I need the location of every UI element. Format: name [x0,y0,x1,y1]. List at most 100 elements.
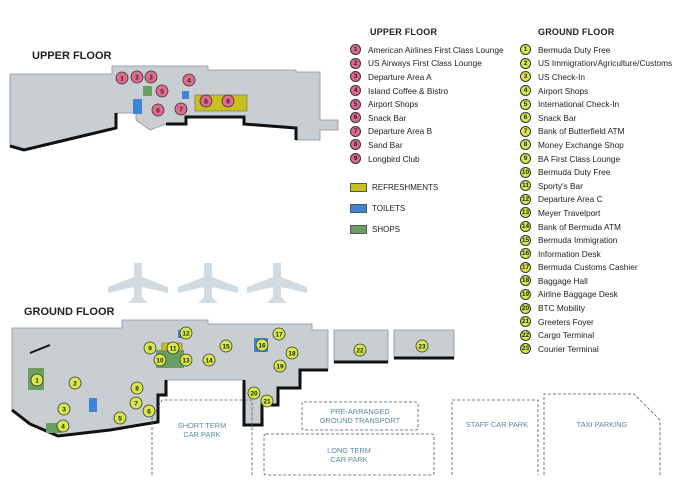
map-marker-circle [155,84,169,98]
map-marker-circle [179,326,193,340]
map-marker-circle [56,419,70,433]
map-marker-number: 21 [263,398,271,405]
number-badge: 16 [520,248,531,260]
map-marker-circle [174,102,188,116]
map-marker-circle [30,373,44,387]
map-marker-circle [273,359,287,373]
map-marker: 21 [260,394,274,408]
short-term-label-line1: SHORT TERM [178,421,226,430]
map-marker: 14 [202,353,216,367]
map-marker: 23 [415,339,429,353]
map-marker: 3 [57,402,71,416]
long-term-label-line2: CAR PARK [330,455,367,464]
legend-label: Baggage Hall [538,275,588,286]
map-marker-circle [130,70,144,84]
map-marker-number: 23 [418,343,426,350]
number-badge: 20 [520,302,531,314]
legend-label: Longbird Club [368,153,420,164]
map-marker: 18 [285,346,299,360]
number-badge: 1 [520,44,531,56]
legend-label: US Immigration/Agriculture/Customs [538,58,673,69]
map-marker: 1 [30,373,44,387]
staff-car-park-zone [451,399,539,475]
legend-label: BTC Mobility [538,303,586,314]
map-marker: 7 [174,102,188,116]
upper-floor-plan [9,65,339,152]
upper-toilets-2 [182,91,189,99]
map-marker-circle [144,70,158,84]
legend-label: Sand Bar [368,139,403,150]
aircraft-icon [178,263,238,303]
number-badge: 19 [520,288,531,300]
map-marker-circle [57,402,71,416]
upper-legend-title: UPPER FLOOR [370,27,438,37]
shops-swatch [350,225,367,234]
map-marker-number: 1 [35,377,39,384]
legend-label: Meyer Travelport [538,207,601,218]
number-badge: 7 [350,125,361,137]
legend-item: 4 Airport Shops [520,84,672,98]
map-marker-circle [151,103,165,117]
short-term-car-park-zone [151,399,253,475]
legend-label: Airline Baggage Desk [538,289,618,300]
number-badge: 4 [520,85,531,97]
parking-zone-labels: SHORT TERM CAR PARK PRE-ARRANGED GROUND … [178,407,628,464]
upper-toilets-1 [133,99,142,114]
number-badge: 23 [520,343,531,355]
map-marker-number: 12 [182,330,190,337]
number-badge: 2 [350,57,361,69]
number-badge: 11 [520,180,531,192]
map-marker: 19 [273,359,287,373]
map-marker: 2 [68,376,82,390]
map-marker-circle [247,386,261,400]
map-marker-number: 4 [61,423,65,430]
map-marker-number: 6 [156,107,160,114]
map-marker-circle [260,394,274,408]
map-marker-circle [199,94,213,108]
legend-label: Bank of Butterfield ATM [538,126,625,137]
number-badge: 6 [350,112,361,124]
pre-arranged-transport-zone [301,401,419,431]
map-marker: 16 [255,338,269,352]
short-term-label-line2: CAR PARK [183,430,220,439]
taxi-parking-zone [543,393,661,475]
upper-map-title: UPPER FLOOR [32,50,112,62]
aircraft-icon [247,263,307,303]
key-shops: SHOPS [350,225,400,234]
number-badge: 6 [520,112,531,124]
legend-label: Snack Bar [538,112,577,123]
map-marker: 10 [153,353,167,367]
map-marker: 6 [151,103,165,117]
number-badge: 8 [520,139,531,151]
map-marker-circle [179,353,193,367]
map-marker: 15 [219,339,233,353]
map-marker-number: 3 [62,406,66,413]
ground-toilets-1 [89,398,97,412]
number-badge: 7 [520,125,531,137]
map-marker: 5 [155,84,169,98]
legend-label: Airport Shops [538,85,589,96]
upper-gate-wall [166,115,298,140]
map-marker-number: 8 [204,98,208,105]
map-marker: 5 [113,411,127,425]
legend-label: US Check-In [538,71,586,82]
number-badge: 14 [520,221,531,233]
upper-shop-area [143,86,152,96]
pre-arranged-label-line1: PRE-ARRANGED [330,407,390,416]
ground-legend-title: GROUND FLOOR [538,27,615,37]
